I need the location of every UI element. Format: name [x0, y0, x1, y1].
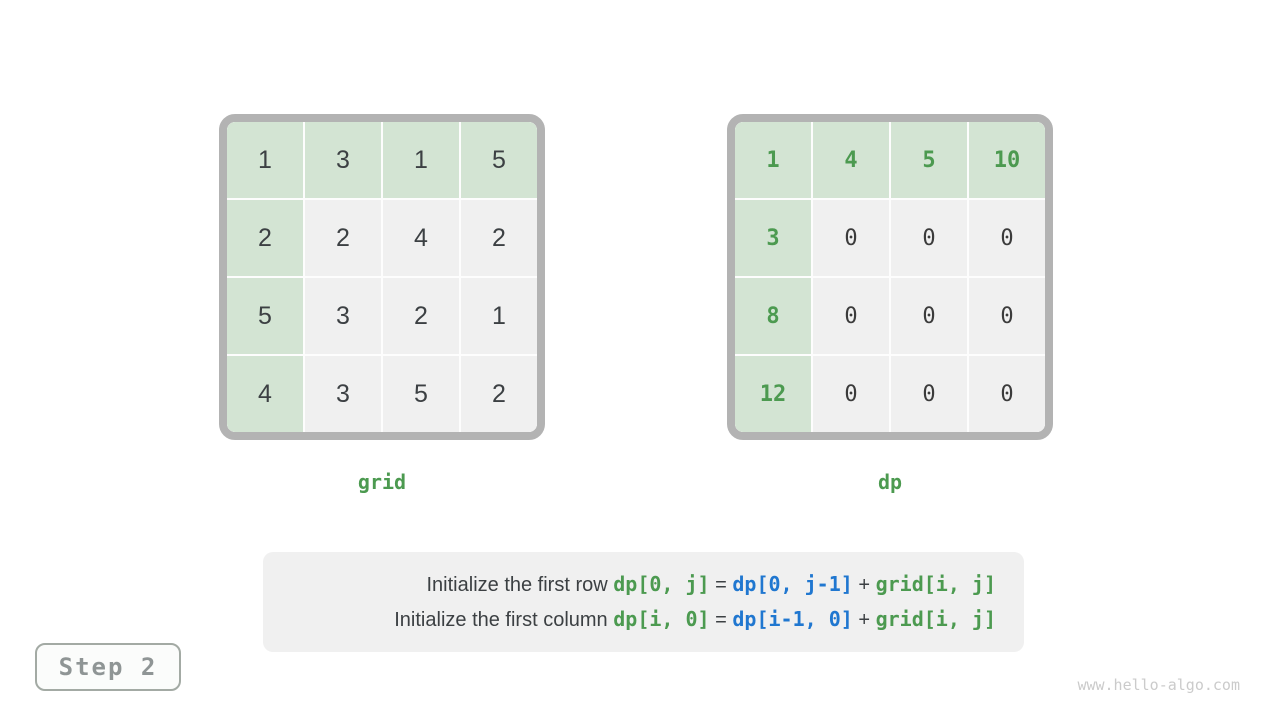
dp-cell: 4	[813, 122, 889, 198]
caption-text: Initialize the first column	[394, 609, 614, 631]
caption-code: grid[i, j]	[875, 607, 996, 631]
caption-code: grid[i, j]	[875, 572, 996, 596]
dp-cell: 10	[969, 122, 1045, 198]
grid-cell: 1	[227, 122, 303, 198]
grid-cell: 1	[461, 278, 537, 354]
dp-cell: 0	[813, 278, 889, 354]
dp-cell: 0	[891, 200, 967, 276]
caption-code: dp[0, j-1]	[732, 572, 853, 596]
watermark: www.hello-algo.com	[1077, 676, 1240, 694]
step-badge-label: Step 2	[58, 653, 158, 681]
caption-text: +	[852, 609, 876, 631]
dp-cell: 8	[735, 278, 811, 354]
grid-cell: 5	[461, 122, 537, 198]
caption-line: Initialize the first row dp[0, j] = dp[0…	[427, 574, 997, 595]
dp-cell: 0	[813, 356, 889, 432]
dp-cell: 0	[891, 356, 967, 432]
dp-cell: 0	[891, 278, 967, 354]
dp-cell: 1	[735, 122, 811, 198]
grid-cell: 4	[383, 200, 459, 276]
caption-code: dp[i-1, 0]	[732, 607, 853, 631]
dp-cell: 0	[969, 200, 1045, 276]
caption-code: dp[0, j]	[613, 572, 710, 596]
grid-cell: 2	[461, 356, 537, 432]
caption-code: dp[i, 0]	[613, 607, 710, 631]
dp-cell: 3	[735, 200, 811, 276]
caption-box: Initialize the first row dp[0, j] = dp[0…	[263, 552, 1024, 652]
grid-cell: 1	[383, 122, 459, 198]
caption-text: +	[852, 574, 876, 596]
caption-line: Initialize the first column dp[i, 0] = d…	[394, 609, 996, 630]
dp-cell: 0	[813, 200, 889, 276]
grid-cell: 3	[305, 122, 381, 198]
caption-text: =	[709, 574, 733, 596]
dp-cell: 0	[969, 278, 1045, 354]
grid-cell: 2	[461, 200, 537, 276]
dp-matrix-label: dp	[877, 470, 903, 494]
caption-text: =	[709, 609, 733, 631]
dp-cell: 12	[735, 356, 811, 432]
step-badge: Step 2	[35, 643, 181, 691]
grid-cell: 2	[305, 200, 381, 276]
caption-text: Initialize the first row	[426, 574, 614, 596]
grid-cell: 5	[227, 278, 303, 354]
dp-cell: 0	[969, 356, 1045, 432]
grid-cell: 3	[305, 356, 381, 432]
grid-cell: 2	[383, 278, 459, 354]
grid-matrix-label: grid	[357, 470, 407, 494]
grid-cell: 3	[305, 278, 381, 354]
dp-cell: 5	[891, 122, 967, 198]
grid-cell: 4	[227, 356, 303, 432]
grid-cell: 2	[227, 200, 303, 276]
grid-cell: 5	[383, 356, 459, 432]
